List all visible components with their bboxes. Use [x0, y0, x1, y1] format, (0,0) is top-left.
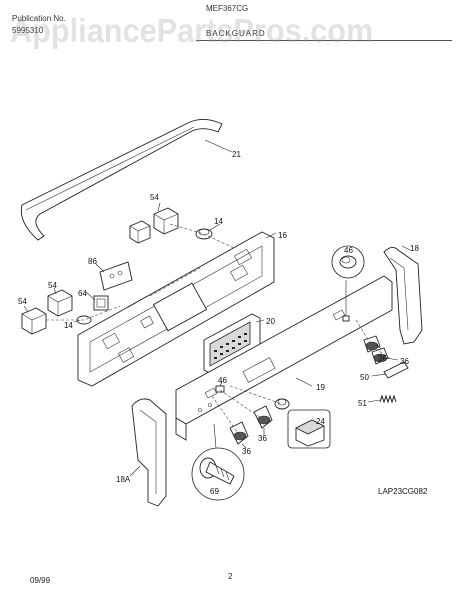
leader-14b [73, 319, 81, 323]
label-18a: 18A [116, 475, 131, 484]
page-number: 2 [228, 572, 233, 581]
leader-36d [241, 443, 247, 449]
part-69-screw [191, 447, 245, 501]
label-36c: 36 [258, 434, 267, 443]
part-18a-end-cap-left [131, 398, 167, 507]
part-86-bracket [99, 261, 133, 291]
part-51-spring [379, 394, 397, 404]
label-20: 20 [266, 317, 275, 326]
label-14a: 14 [214, 217, 223, 226]
label-50: 50 [360, 373, 369, 382]
publication-label: Publication No. [12, 14, 66, 23]
leader-19 [295, 377, 313, 387]
part-16-control-bracket [77, 231, 275, 387]
leader-18a [129, 465, 141, 477]
label-16: 16 [278, 231, 287, 240]
leader-46b [219, 381, 223, 387]
label-24: 24 [316, 417, 325, 426]
part-36-knob-lower-a [253, 405, 273, 429]
leader-21 [204, 139, 233, 153]
dashed-line-left [46, 305, 121, 321]
part-19-control-panel [175, 275, 393, 441]
label-14b: 14 [64, 321, 73, 330]
diagram-code: LAP23CG082 [378, 487, 428, 496]
dashed-line-top [169, 223, 239, 251]
part-46-lens-top [331, 245, 365, 279]
leader-20 [255, 319, 265, 323]
leader-50 [371, 373, 387, 377]
part-54-switch-top [129, 207, 179, 244]
part-54-switch-left [21, 307, 47, 335]
leader-18 [401, 245, 411, 251]
label-54a: 54 [150, 193, 159, 202]
leader-14a [209, 223, 221, 231]
part-54-switch-mid [47, 289, 73, 317]
part-36-knob-right-b [371, 347, 389, 365]
label-19: 19 [316, 383, 325, 392]
part-64-clip [93, 295, 109, 311]
header-rule [196, 40, 452, 41]
publication-number: 5995310 [12, 26, 44, 35]
label-46a: 46 [344, 246, 353, 255]
leader-36b [385, 357, 399, 361]
label-69: 69 [210, 487, 219, 496]
label-46b: 46 [218, 376, 227, 385]
watermark: AppliancePartsPros.com [10, 12, 374, 49]
label-36a: 36 [378, 354, 387, 363]
part-21-top-trim [20, 119, 223, 241]
section-title: BACKGUARD [206, 29, 266, 38]
leader-86 [95, 263, 105, 273]
label-64: 64 [78, 289, 87, 298]
leader-51 [367, 399, 381, 403]
footer-date: 09/99 [30, 576, 51, 585]
dashed-line-right [355, 319, 393, 361]
leader-69 [213, 423, 217, 449]
leader-54b [53, 287, 57, 295]
part-46-lens-lower [215, 385, 225, 393]
leader-16 [265, 232, 277, 239]
leader-54c [23, 305, 29, 313]
label-86: 86 [88, 257, 97, 266]
part-46-lens-seat [342, 315, 350, 322]
label-21: 21 [232, 150, 241, 159]
callout-labels: 21 54 14 16 18 46 86 54 64 54 14 20 36 3… [18, 150, 428, 496]
part-24-switch [287, 409, 331, 449]
label-54b: 54 [48, 281, 57, 290]
label-54c: 54 [18, 297, 27, 306]
leader-64 [85, 291, 96, 301]
part-50-bracket [383, 361, 409, 379]
label-36b: 36 [400, 357, 409, 366]
part-36-knob-lower-b [229, 421, 249, 445]
label-51: 51 [358, 399, 367, 408]
label-18: 18 [410, 244, 419, 253]
part-18-end-cap-right [383, 247, 423, 345]
leader-54a [157, 202, 161, 212]
model-number: MEF367CG [206, 4, 249, 13]
dashed-line-lower [211, 385, 283, 437]
label-36d: 36 [242, 447, 251, 456]
